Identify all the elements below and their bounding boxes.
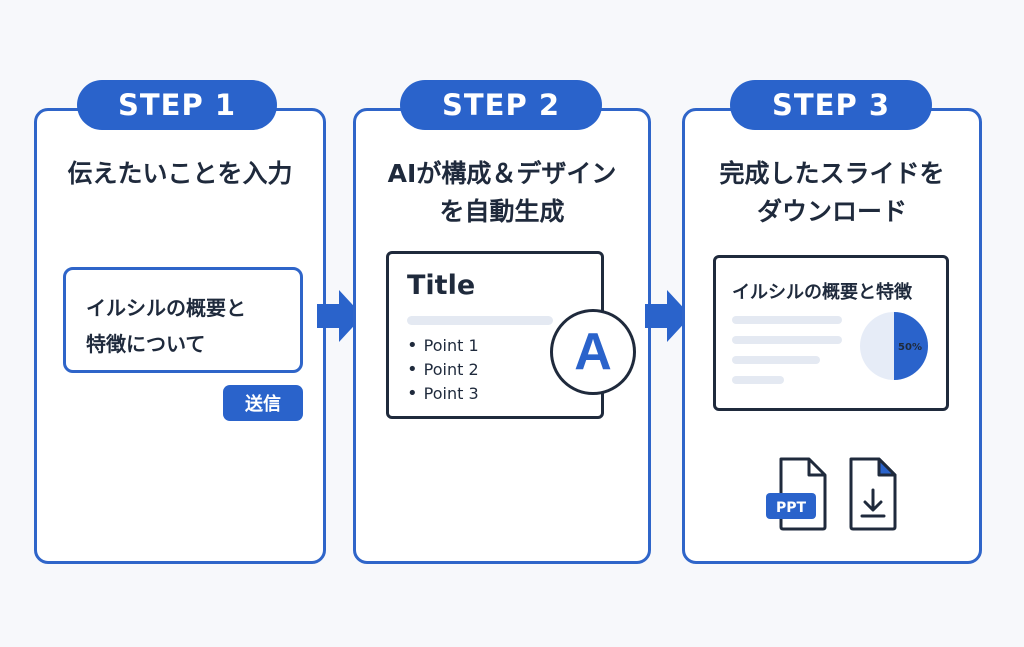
slide-point: Point 3 <box>407 382 479 406</box>
prompt-input[interactable]: イルシルの概要と 特徴について <box>63 267 303 373</box>
download-file-icon[interactable] <box>847 456 899 532</box>
step2-heading: AIが構成＆デザイン を自動生成 <box>387 159 617 226</box>
slide-text-line <box>732 376 784 384</box>
step1-label: STEP 1 <box>77 80 277 130</box>
step2-card: AIが構成＆デザイン を自動生成 Title Point 1 Point 2 P… <box>353 108 651 564</box>
finished-slide-preview: イルシルの概要と特徴 50% <box>713 255 949 411</box>
slide-point: Point 2 <box>407 358 479 382</box>
pie-slice <box>894 312 928 380</box>
step1-heading: 伝えたいことを入力 <box>67 159 293 188</box>
slide-point: Point 1 <box>407 334 479 358</box>
ai-badge-icon: A <box>550 309 636 395</box>
step2-label: STEP 2 <box>400 80 602 130</box>
slide-text-line <box>732 336 842 344</box>
slide-text-bar <box>407 316 553 325</box>
slide-text-line <box>732 356 820 364</box>
arrow-right-icon <box>645 290 691 342</box>
finished-slide-title: イルシルの概要と特徴 <box>732 282 912 303</box>
send-button[interactable]: 送信 <box>223 385 303 421</box>
slide-points: Point 1 Point 2 Point 3 <box>407 334 479 406</box>
arrow-right-icon <box>317 290 363 342</box>
prompt-line-1: イルシルの概要と <box>86 296 246 320</box>
slide-preview: Title Point 1 Point 2 Point 3 <box>386 251 604 419</box>
pie-label: 50% <box>898 342 922 353</box>
ppt-file-icon[interactable]: PPT <box>763 456 829 532</box>
pie-chart: 50% <box>860 312 928 380</box>
prompt-line-2: 特徴について <box>86 332 206 356</box>
step1-card: 伝えたいことを入力 イルシルの概要と 特徴について 送信 <box>34 108 326 564</box>
step3-heading: 完成したスライドを ダウンロード <box>719 159 945 226</box>
slide-title: Title <box>407 270 476 301</box>
step3-label: STEP 3 <box>730 80 932 130</box>
step3-card: 完成したスライドを ダウンロード イルシルの概要と特徴 50% PPT <box>682 108 982 564</box>
slide-text-line <box>732 316 842 324</box>
ppt-label: PPT <box>776 500 807 516</box>
